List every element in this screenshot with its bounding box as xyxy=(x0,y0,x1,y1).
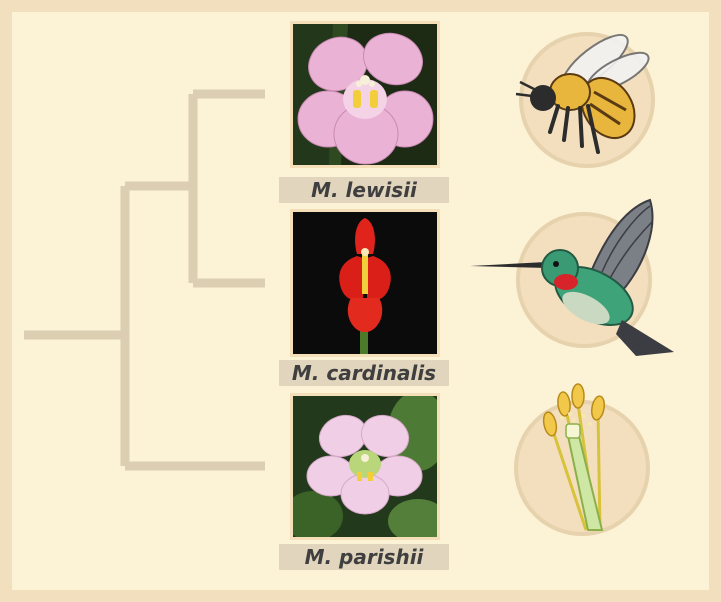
species-label-cardinalis: M. cardinalis xyxy=(279,360,449,386)
stamen-pistil-icon xyxy=(512,380,662,550)
flower-photo-cardinalis xyxy=(290,209,440,357)
species-label-parishii: M. parishii xyxy=(279,544,449,570)
flower-photo-lewisii xyxy=(290,21,440,168)
red-flower-icon xyxy=(293,212,437,354)
bee-icon xyxy=(510,20,670,170)
pale-flower-icon xyxy=(293,396,437,537)
hummingbird-icon xyxy=(466,196,678,368)
pink-flower-icon xyxy=(293,24,437,165)
flower-photo-parishii xyxy=(290,393,440,540)
species-label-lewisii: M. lewisii xyxy=(279,177,449,203)
